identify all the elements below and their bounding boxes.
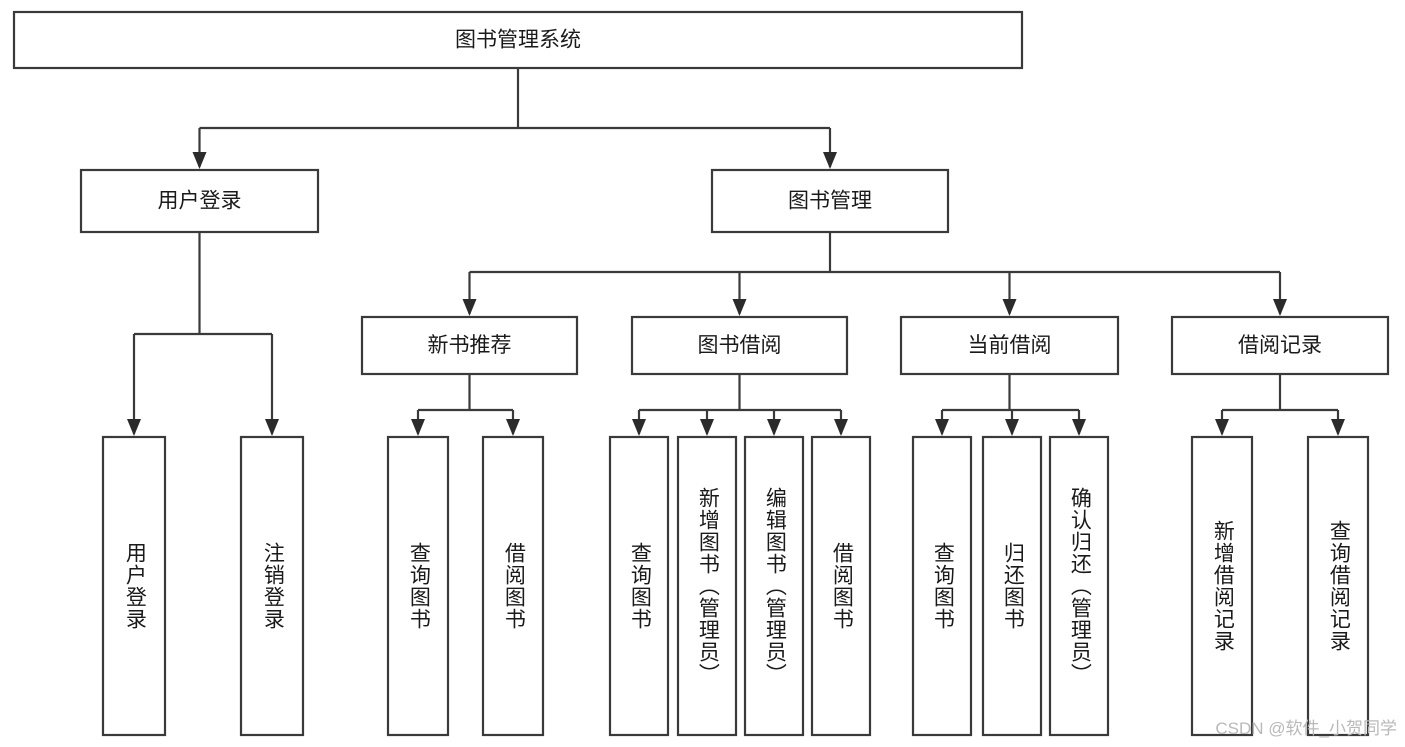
node-level3-label-1: 图书借阅 bbox=[698, 334, 782, 357]
node-level2-0[interactable] bbox=[79, 168, 320, 234]
node-leaf-3[interactable] bbox=[481, 435, 545, 737]
node-leaf-2[interactable] bbox=[386, 435, 450, 737]
node-leaf-12[interactable] bbox=[1306, 435, 1370, 737]
node-leaf-0[interactable] bbox=[101, 435, 167, 737]
node-level3-label-0: 新书推荐 bbox=[428, 334, 512, 357]
arrow-leaf-1 bbox=[265, 419, 279, 436]
arrow-leaf-7 bbox=[834, 419, 848, 436]
arrow-level3-3 bbox=[1273, 299, 1287, 316]
arrow-leaf-4 bbox=[632, 419, 646, 436]
arrow-level3-2 bbox=[1002, 299, 1017, 316]
arrow-leaf-9 bbox=[1005, 419, 1019, 436]
arrow-leaf-8 bbox=[935, 419, 949, 436]
node-boxes-layer bbox=[12, 10, 1390, 737]
arrow-level3-0 bbox=[462, 299, 477, 316]
node-level3-1[interactable] bbox=[630, 315, 849, 376]
arrow-leaf-10 bbox=[1072, 419, 1086, 436]
node-level3-label-2: 当前借阅 bbox=[968, 334, 1052, 357]
csdn-watermark: CSDN @软件_小贺同学 bbox=[1215, 719, 1397, 738]
node-level3-2[interactable] bbox=[899, 315, 1120, 376]
node-root[interactable] bbox=[12, 10, 1024, 70]
arrow-level2-1 bbox=[823, 152, 837, 169]
arrow-leaf-11 bbox=[1215, 419, 1229, 436]
arrow-leaf-0 bbox=[127, 419, 141, 436]
node-level3-label-3: 借阅记录 bbox=[1238, 334, 1322, 357]
node-level2-label-1: 图书管理 bbox=[788, 190, 872, 213]
node-leaf-4[interactable] bbox=[608, 435, 670, 737]
node-leaf-1[interactable] bbox=[239, 435, 305, 737]
arrow-level2-0 bbox=[192, 152, 207, 169]
node-leaf-11[interactable] bbox=[1190, 435, 1254, 737]
node-level3-0[interactable] bbox=[360, 315, 579, 376]
arrow-leaf-12 bbox=[1331, 419, 1345, 436]
arrow-leaf-3 bbox=[506, 419, 520, 436]
arrow-leaf-5 bbox=[700, 419, 714, 436]
arrow-leaf-6 bbox=[767, 419, 781, 436]
node-level2-label-0: 用户登录 bbox=[158, 190, 242, 213]
node-root-label: 图书管理系统 bbox=[455, 29, 581, 52]
node-leaf-5[interactable] bbox=[676, 435, 738, 737]
node-leaf-9[interactable] bbox=[981, 435, 1043, 737]
node-leaf-10[interactable] bbox=[1048, 435, 1110, 737]
node-leaf-7[interactable] bbox=[810, 435, 872, 737]
connectors-layer bbox=[127, 68, 1345, 436]
node-leaf-8[interactable] bbox=[911, 435, 973, 737]
node-level2-1[interactable] bbox=[710, 168, 950, 234]
node-level3-3[interactable] bbox=[1170, 315, 1390, 376]
node-leaf-6[interactable] bbox=[743, 435, 805, 737]
arrow-level3-1 bbox=[732, 299, 747, 316]
arrow-leaf-2 bbox=[411, 419, 425, 436]
